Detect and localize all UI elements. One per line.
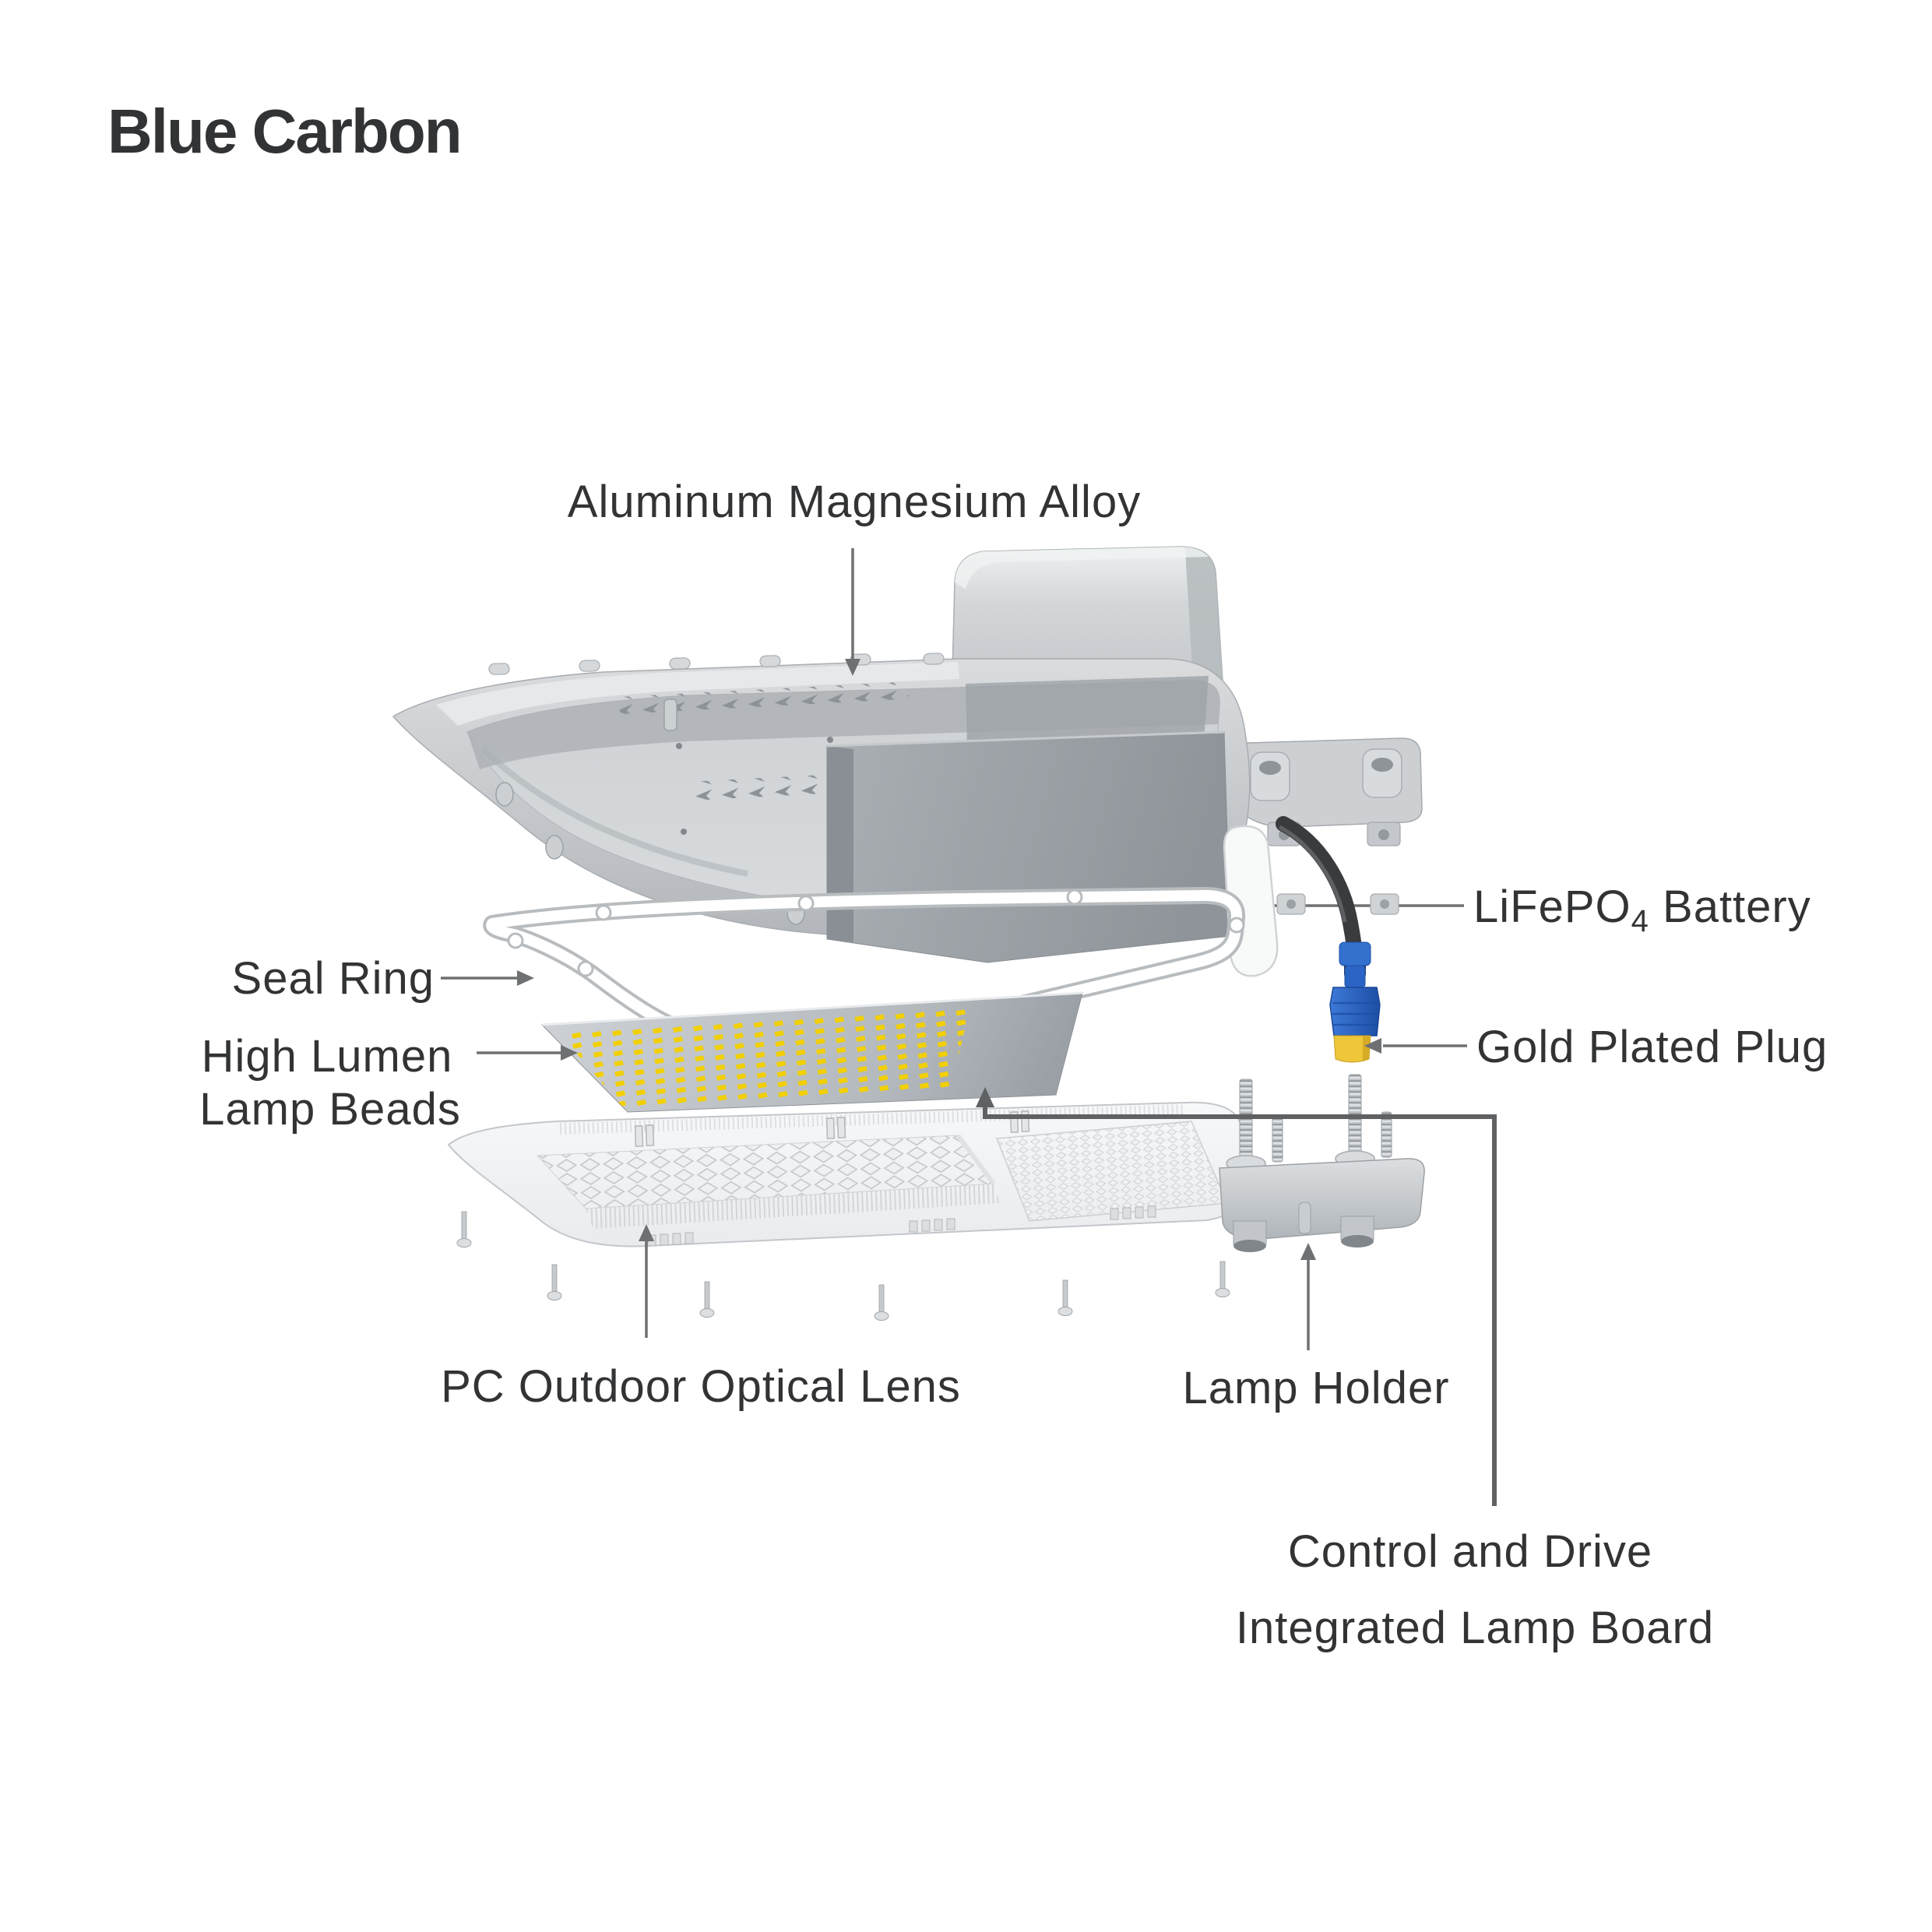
lens-right-panel — [995, 1121, 1229, 1222]
arrow-up-icon — [1300, 1243, 1316, 1260]
screw — [456, 1211, 472, 1248]
leader-lamp-beads — [477, 1045, 578, 1061]
label-high-lumen-line1: High Lumen — [202, 1031, 453, 1082]
leader-control-board — [976, 1087, 1497, 1506]
optical-lens — [447, 1101, 1249, 1248]
screws — [456, 1211, 1230, 1321]
label-battery: LiFePO4 Battery — [1473, 882, 1811, 938]
label-battery-suffix: Battery — [1649, 882, 1811, 932]
label-seal-ring: Seal Ring — [232, 953, 435, 1004]
screw — [547, 1264, 562, 1300]
screw — [1057, 1279, 1073, 1316]
label-high-lumen-line2: Lamp Beads — [199, 1084, 461, 1135]
mounting-arm — [1223, 737, 1423, 915]
leader-pc-lens — [639, 1224, 654, 1338]
leader-seal-ring — [441, 970, 534, 986]
leader-gold-plug — [1364, 1038, 1467, 1054]
arrow-down-icon — [845, 659, 860, 676]
arrow-up-icon — [639, 1224, 654, 1241]
leader-lamp-holder — [1300, 1243, 1316, 1350]
plug-connector — [1329, 941, 1381, 1063]
arrow-up-icon — [976, 1087, 994, 1107]
label-control-board-line1: Control and Drive — [1288, 1526, 1652, 1577]
led-board — [540, 991, 1083, 1113]
lamp-beads — [556, 1005, 970, 1107]
brand-logo: Blue Carbon — [107, 97, 461, 166]
leader-aluminum — [845, 548, 860, 676]
label-battery-subscript: 4 — [1631, 904, 1649, 938]
arrow-left-icon — [1364, 1038, 1381, 1054]
label-lamp-holder: Lamp Holder — [1182, 1363, 1449, 1413]
arrow-right-icon — [517, 970, 534, 986]
battery-box — [826, 730, 1231, 963]
arrow-right-icon — [561, 1045, 578, 1061]
screw — [874, 1284, 889, 1321]
label-pc-lens: PC Outdoor Optical Lens — [441, 1361, 961, 1412]
label-gold-plug: Gold Plated Plug — [1476, 1022, 1828, 1072]
housing-illustration — [392, 546, 1464, 977]
lamp-holder — [1219, 1074, 1425, 1252]
label-battery-prefix: LiFePO — [1473, 882, 1631, 932]
screw — [1215, 1261, 1230, 1297]
screw — [699, 1281, 715, 1318]
gold-plug — [1333, 1035, 1371, 1063]
label-control-board-line2: Integrated Lamp Board — [1236, 1603, 1714, 1653]
label-aluminum-alloy: Aluminum Magnesium Alloy — [568, 477, 1141, 527]
